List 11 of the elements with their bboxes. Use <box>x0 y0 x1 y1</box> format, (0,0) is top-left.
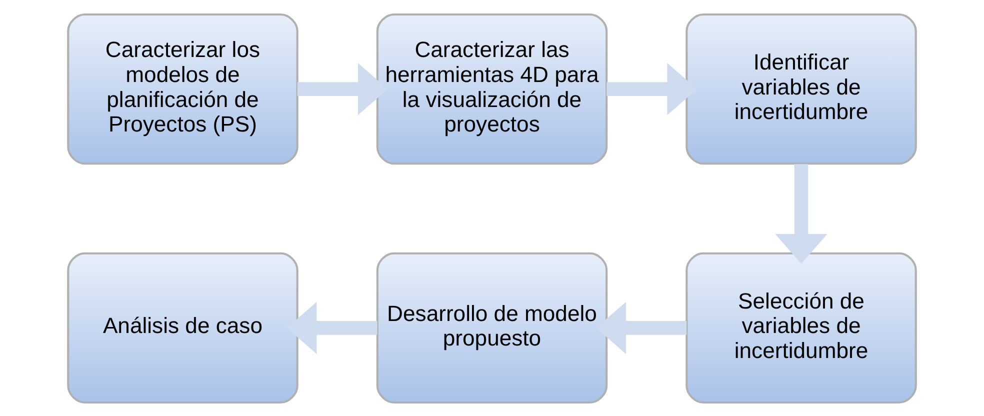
arrow <box>286 301 378 354</box>
node-box: Desarrollo de modelo propuesto <box>376 252 608 404</box>
node-box: Caracterizar las herramientas 4D para la visualización de proyectos <box>376 12 608 164</box>
node-box: Análisis de caso <box>67 252 298 404</box>
node-box: Caracterizar los modelos de planificación de Proyectos (PS) <box>67 12 298 164</box>
arrow <box>297 62 388 115</box>
arrow <box>775 164 828 264</box>
arrow <box>596 301 687 354</box>
node-box: Identificar variables de incertidumbre <box>686 12 917 164</box>
arrow <box>606 62 698 115</box>
node-box: Selección de variables de incertidumbre <box>686 252 917 404</box>
